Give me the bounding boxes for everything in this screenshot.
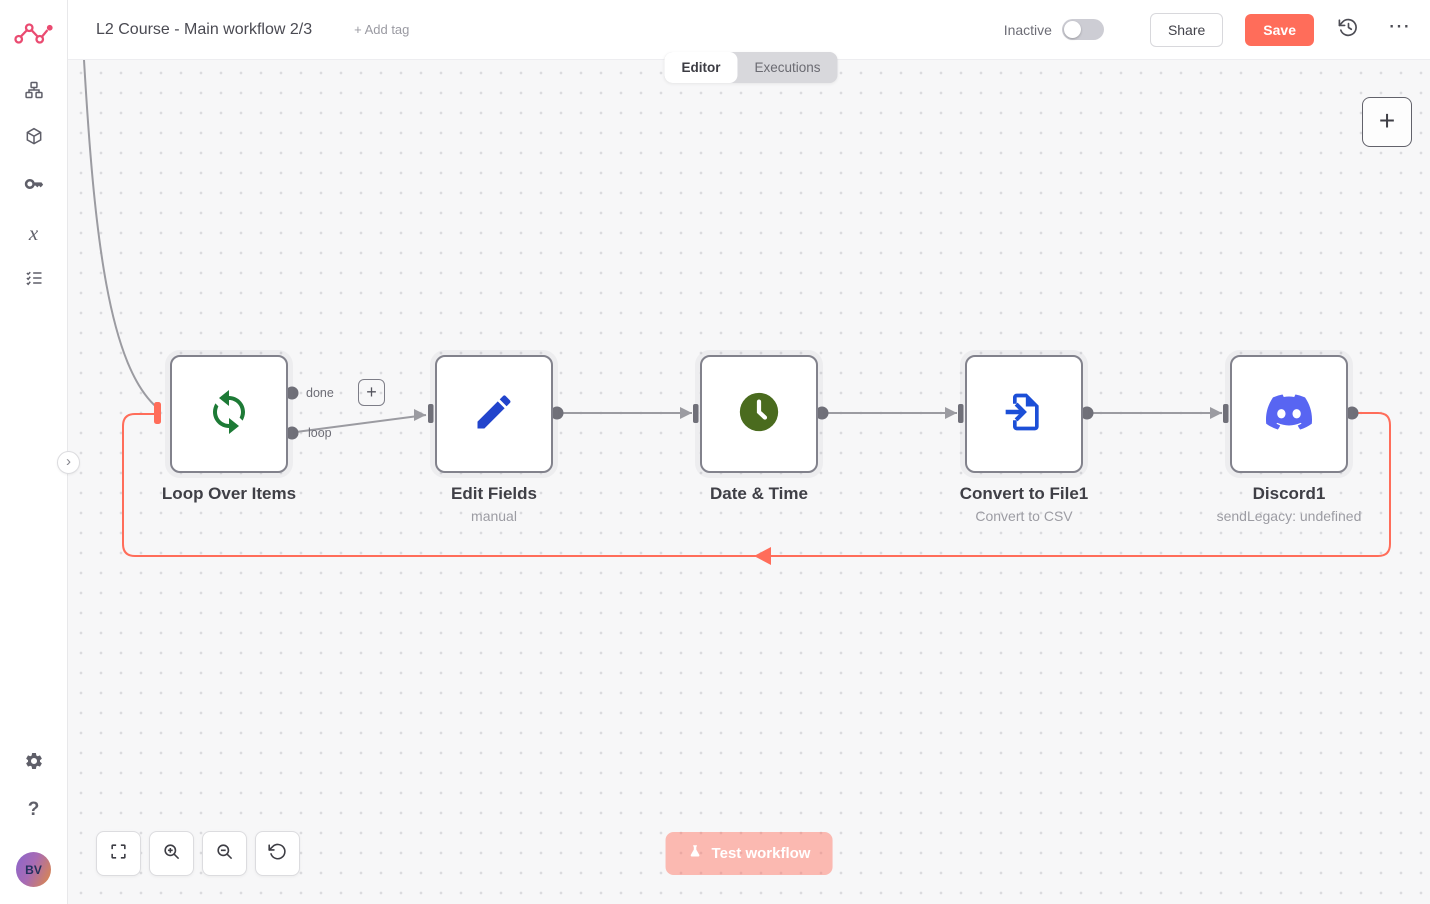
sidebar-item-credentials[interactable] — [20, 172, 48, 200]
sidebar: x ? BV — [0, 0, 68, 904]
toggle-knob — [1063, 21, 1081, 38]
templates-icon — [24, 127, 44, 152]
zoom-to-fit-button[interactable] — [96, 831, 141, 876]
connection-arrow — [945, 407, 957, 419]
workflows-icon — [24, 80, 44, 105]
editor-executions-tabs: Editor Executions — [664, 52, 838, 83]
clock-icon — [736, 389, 782, 440]
input-port-highlighted[interactable] — [154, 402, 161, 424]
node-edit-fields[interactable] — [435, 355, 553, 473]
connections-layer — [83, 60, 1391, 565]
sidebar-item-settings[interactable] — [20, 749, 48, 777]
sidebar-item-executions[interactable] — [20, 266, 48, 294]
n8n-logo[interactable] — [12, 18, 56, 48]
node-convert-to-file[interactable] — [965, 355, 1083, 473]
user-avatar[interactable]: BV — [16, 852, 51, 887]
help-icon: ? — [27, 799, 40, 820]
zoom-out-icon — [215, 842, 234, 866]
reset-zoom-button[interactable] — [255, 831, 300, 876]
plus-icon: + — [366, 381, 377, 402]
plus-icon: + — [1378, 104, 1396, 136]
output-port[interactable] — [550, 406, 564, 420]
share-button[interactable]: Share — [1149, 12, 1224, 47]
reset-zoom-icon — [268, 842, 287, 866]
history-icon — [1338, 17, 1359, 43]
more-menu-icon: ⋯ — [1388, 12, 1410, 38]
zoom-to-fit-icon — [109, 842, 128, 866]
variables-icon: x — [28, 220, 39, 245]
output-port-done[interactable] — [285, 386, 299, 400]
input-port[interactable] — [1223, 404, 1229, 423]
loopback-arrow — [754, 547, 771, 565]
sidebar-item-workflows[interactable] — [20, 78, 48, 106]
add-tag-button[interactable]: + Add tag — [354, 22, 410, 37]
discord-icon — [1265, 389, 1313, 440]
header: L2 Course - Main workflow 2/3 + Add tag … — [68, 0, 1430, 60]
status-label: Inactive — [1003, 21, 1052, 38]
sidebar-item-variables[interactable]: x — [20, 219, 48, 247]
gear-icon — [24, 751, 44, 776]
input-port[interactable] — [693, 404, 699, 423]
connection-arrow — [1210, 407, 1222, 419]
tab-executions[interactable]: Executions — [754, 60, 821, 75]
zoom-in-icon — [162, 842, 181, 866]
connection-arrow — [414, 409, 426, 421]
save-button[interactable]: Save — [1245, 13, 1314, 46]
sidebar-expand-button[interactable]: › — [57, 451, 80, 474]
list-check-icon — [24, 268, 44, 293]
zoom-out-button[interactable] — [202, 831, 247, 876]
test-workflow-label: Test workflow — [711, 845, 811, 862]
input-port[interactable] — [958, 404, 964, 423]
output-label-done: done — [306, 386, 334, 400]
connection-arrow — [680, 407, 692, 419]
test-workflow-button[interactable]: Test workflow — [665, 832, 833, 875]
connection-loop-to-editfields[interactable] — [295, 414, 427, 433]
output-port[interactable] — [1080, 406, 1094, 420]
sidebar-item-templates[interactable] — [20, 125, 48, 153]
add-node-from-done-button[interactable]: + — [358, 379, 385, 406]
output-port[interactable] — [1345, 406, 1359, 420]
key-icon — [24, 174, 44, 199]
output-port[interactable] — [815, 406, 829, 420]
input-port[interactable] — [428, 404, 434, 423]
node-discord[interactable] — [1230, 355, 1348, 473]
add-node-button[interactable]: + — [1362, 97, 1412, 147]
history-button[interactable] — [1336, 18, 1360, 42]
workflow-canvas[interactable]: Loop Over Items Edit Fields manual Date … — [68, 60, 1430, 904]
zoom-in-button[interactable] — [149, 831, 194, 876]
loop-sync-icon — [205, 388, 253, 441]
file-import-icon — [1002, 390, 1046, 439]
chevron-right-icon: › — [66, 453, 71, 470]
active-toggle[interactable] — [1061, 19, 1104, 40]
output-port-loop[interactable] — [285, 426, 299, 440]
connection-incoming[interactable] — [83, 60, 161, 411]
tab-editor[interactable]: Editor — [664, 52, 738, 83]
node-date-time[interactable] — [700, 355, 818, 473]
sidebar-item-help[interactable]: ? — [20, 796, 48, 824]
avatar-initials: BV — [25, 862, 42, 877]
workflow-title[interactable]: L2 Course - Main workflow 2/3 — [96, 20, 313, 38]
flask-icon — [688, 844, 703, 863]
node-loop-over-items[interactable] — [170, 355, 288, 473]
output-label-loop: loop — [308, 426, 332, 440]
more-menu-button[interactable]: ⋯ — [1388, 14, 1410, 36]
pencil-icon — [472, 390, 516, 439]
